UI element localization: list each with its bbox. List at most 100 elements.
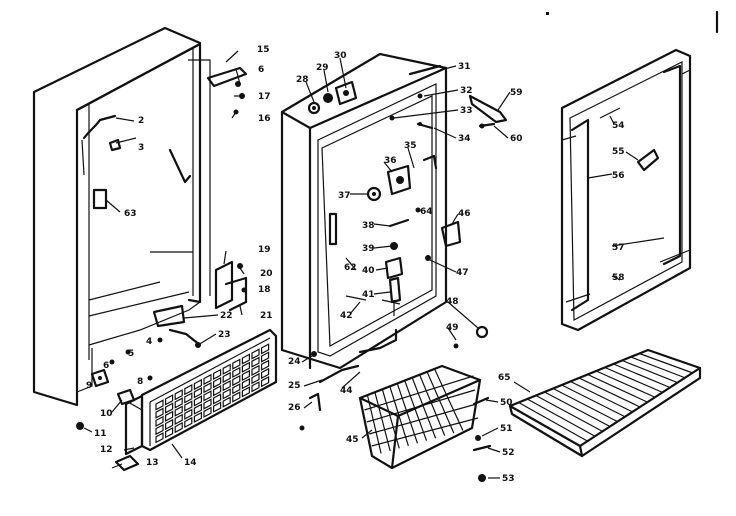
part-6-screw [235,81,241,87]
part-14-grille [124,328,278,456]
shelf-wire [613,363,671,389]
callout-20: 20 [260,269,273,279]
callout-10: 10 [100,409,113,419]
grille-cell [213,376,222,389]
callout-6: 6 [103,361,109,371]
basket-wire [366,389,476,423]
shelf-wire [570,380,633,413]
callout-38: 38 [362,221,375,231]
callout-33: 33 [460,106,473,116]
lower-center-parts [299,325,492,482]
part-40 [384,256,404,280]
grille-cell [251,348,260,360]
grille-cell [165,418,174,431]
shelf-wire [621,359,678,384]
grille-cell [232,358,241,370]
part-52 [472,444,492,452]
callout-63: 63 [124,209,137,219]
shelf-wire [604,366,663,393]
callout-59: 59 [510,88,523,98]
grille-cell [261,367,270,380]
callout-2: 2 [138,116,144,126]
callout-56: 56 [612,171,625,181]
callout-53: 53 [502,474,515,484]
grille-cell [193,387,202,399]
part-23 [168,328,202,347]
shelf-wire [535,394,603,432]
basket-wire [364,375,474,411]
inner-hook [168,148,192,184]
basket-wire [404,380,428,441]
part-46 [440,220,462,248]
part-38 [388,218,410,228]
part-13 [114,454,140,472]
basket-wire [381,389,400,449]
callout-26: 26 [288,403,301,413]
callout-6b: 6 [258,65,264,75]
grille-cell [174,389,183,401]
callout-5: 5 [128,349,134,359]
part-47 [425,255,431,261]
grille-cell [174,397,183,409]
part-57 [662,64,682,266]
basket-wire [374,392,391,452]
basket-wire [411,377,437,439]
part-5 [125,349,131,355]
part-26 [308,392,322,412]
part-55 [636,148,660,172]
part-53 [478,474,486,482]
part-9 [90,368,110,388]
callout-57: 57 [612,243,625,253]
callout-32: 32 [460,86,473,96]
grille-cell [241,378,250,390]
shelf-wire [544,391,611,428]
grille-cell [174,413,183,425]
grille-cell [232,391,241,403]
callout-60: 60 [510,134,523,144]
part-31 [408,64,442,76]
grille-cell [174,405,183,417]
callout-51: 51 [500,424,513,434]
grille-cell [184,392,193,404]
callout-44: 44 [340,386,353,396]
part-54 [599,107,621,119]
grille-cell [222,388,231,400]
part-3 [108,138,122,152]
callout-29: 29 [316,63,329,73]
callout-42: 42 [340,311,353,321]
shelf-wire [552,387,618,423]
callout-58: 58 [612,273,625,283]
callout-34: 34 [458,134,471,144]
part-4 [157,337,163,343]
callout-12: 12 [100,445,113,455]
callout-40: 40 [362,266,375,276]
callout-30: 30 [334,51,347,61]
grille-cell [232,383,241,395]
basket-wire [419,374,446,436]
part-56 [570,118,590,312]
grille-cell [213,393,222,405]
grille-cell [261,359,270,371]
grille-cell [184,384,193,396]
part-48 [475,325,489,339]
part-21 [224,276,248,312]
grille-cell [174,421,183,434]
grille-cell [251,364,260,376]
grille-cell [241,386,250,398]
callout-23: 23 [218,330,231,340]
grille-cell [222,371,231,384]
callout-35: 35 [404,141,417,151]
callout-64: 64 [420,207,433,217]
grille-cell [241,369,250,382]
grille-cell [241,361,250,373]
callout-41: 41 [362,290,375,300]
part-44-drain [358,328,398,354]
grille-cell [155,432,164,444]
grille-cell [165,427,174,439]
callout-46: 46 [458,209,471,219]
part-20 [237,263,243,269]
grille-cell [184,400,193,412]
part-63 [92,188,108,210]
callout-25: 25 [288,381,301,391]
